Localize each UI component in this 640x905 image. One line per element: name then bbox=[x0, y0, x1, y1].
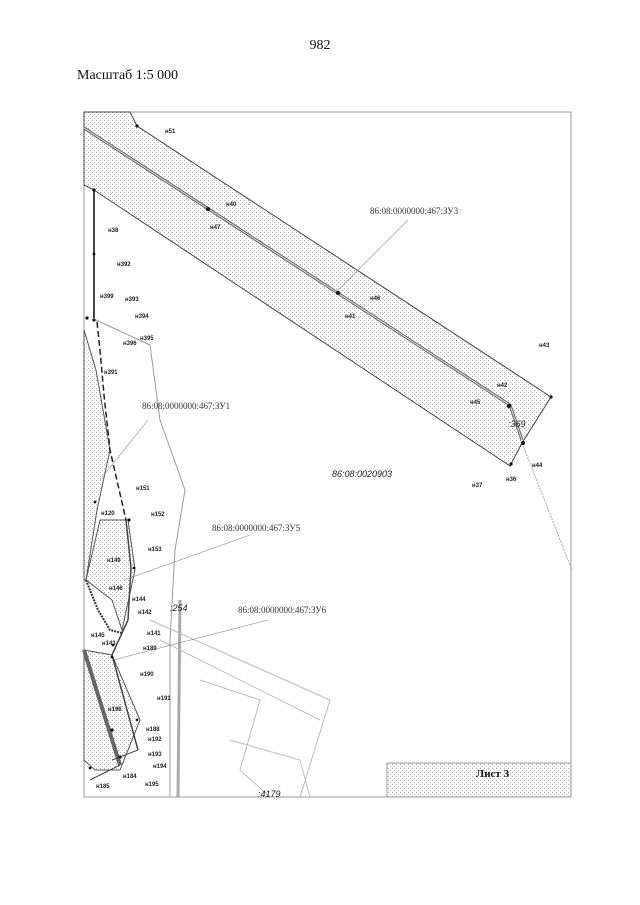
parcel-label-zu3: 86:08:0000000:467:ЗУ3 bbox=[370, 206, 459, 216]
scale-label: Масштаб 1:5 000 bbox=[77, 68, 179, 83]
point-label: н120 bbox=[101, 511, 115, 517]
parcel-label-369: :369 bbox=[508, 419, 526, 429]
point-label: н143 bbox=[102, 641, 116, 647]
point-label: н46 bbox=[370, 296, 381, 302]
point-label: н190 bbox=[140, 672, 154, 678]
parcel-label-zu5: 86:08:0000000:467:ЗУ5 bbox=[212, 523, 301, 533]
vertex-markers bbox=[85, 124, 553, 770]
point-label: н40 bbox=[226, 202, 237, 208]
point-label: н151 bbox=[136, 486, 150, 492]
point-label: н51 bbox=[165, 129, 176, 135]
point-label: н195 bbox=[145, 782, 159, 788]
road-254 bbox=[176, 599, 182, 798]
point-label: н47 bbox=[210, 225, 221, 231]
sheet-box bbox=[386, 762, 572, 798]
point-label: н193 bbox=[148, 752, 162, 758]
point-label: н43 bbox=[539, 343, 550, 349]
sheet-label: Лист 3 bbox=[476, 768, 510, 780]
point-label: н393 bbox=[125, 297, 139, 303]
point-label: н144 bbox=[132, 597, 146, 603]
leader-lines bbox=[99, 219, 409, 661]
point-label: н146 bbox=[109, 586, 123, 592]
point-label: н395 bbox=[140, 336, 154, 342]
point-label: н36 bbox=[506, 477, 517, 483]
parcel-zu1-area bbox=[83, 329, 111, 581]
point-label: н38 bbox=[108, 228, 119, 234]
point-label: н394 bbox=[135, 314, 149, 320]
point-label: н37 bbox=[472, 483, 483, 489]
point-label: н45 bbox=[470, 400, 481, 406]
parcel-zu5-area bbox=[85, 519, 136, 632]
parcel-label-4179: :4179 bbox=[258, 789, 281, 799]
point-label: н185 bbox=[96, 784, 110, 790]
point-label: н399 bbox=[100, 294, 114, 300]
quarter-label: 86:08:0020903 bbox=[332, 469, 392, 479]
point-label: н188 bbox=[146, 727, 160, 733]
point-label: н194 bbox=[153, 764, 167, 770]
point-label: н142 bbox=[138, 610, 152, 616]
point-label: н141 bbox=[147, 631, 161, 637]
parcel-label-zu6: 86:08:0000000:467:ЗУ6 bbox=[238, 605, 327, 615]
point-label: н41 bbox=[345, 314, 356, 320]
point-label: н145 bbox=[91, 633, 105, 639]
point-label: н196 bbox=[108, 707, 122, 713]
point-label: н192 bbox=[148, 737, 162, 743]
point-label: н44 bbox=[532, 463, 543, 469]
boundary-line bbox=[521, 442, 573, 571]
point-label: н189 bbox=[143, 646, 157, 652]
point-label: н184 bbox=[123, 774, 137, 780]
parcel-label-zu1: 86:08:0000000:467:ЗУ1 bbox=[142, 401, 230, 411]
point-label: н191 bbox=[157, 696, 171, 702]
point-label: н153 bbox=[148, 547, 162, 553]
point-label: н396 bbox=[123, 341, 137, 347]
page-number: 982 bbox=[309, 38, 331, 53]
point-label: н391 bbox=[104, 370, 118, 376]
point-label: н42 bbox=[497, 383, 508, 389]
parcel-label-254: :254 bbox=[170, 603, 188, 613]
point-label: н149 bbox=[107, 558, 121, 564]
point-label: н152 bbox=[151, 512, 165, 518]
point-label: н392 bbox=[117, 262, 131, 268]
